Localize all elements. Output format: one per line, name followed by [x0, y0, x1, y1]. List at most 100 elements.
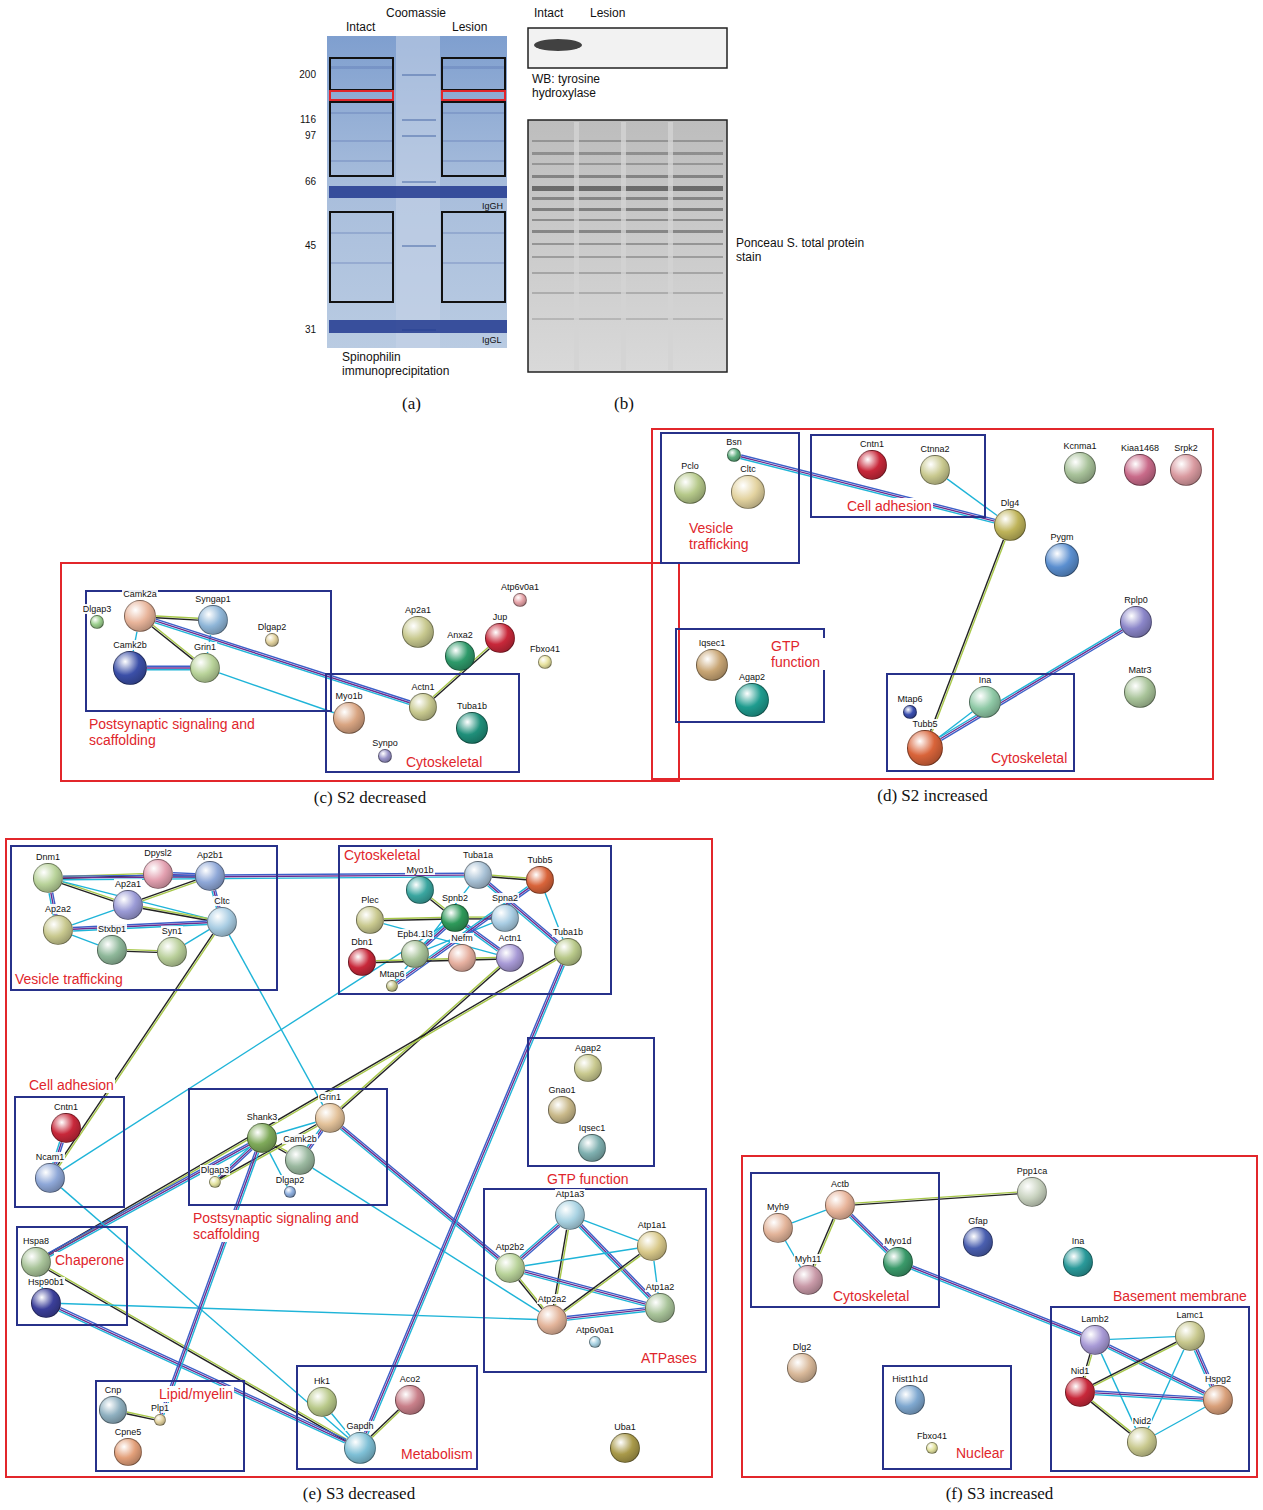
edge-strand: [1095, 1395, 1203, 1401]
figure-label: Coomassie: [386, 6, 446, 20]
edge-strand: [127, 950, 157, 951]
figure-label: Intact: [346, 20, 375, 34]
protein-circle: [903, 705, 917, 719]
protein-label: Kiaa1468: [1120, 443, 1160, 453]
protein-label: Atp1a2: [645, 1282, 676, 1292]
protein-circle: [513, 593, 527, 607]
protein-circle: [1017, 1177, 1047, 1207]
figure-label: IgGL: [482, 335, 502, 346]
protein-label: Srpk2: [1173, 443, 1199, 453]
protein-node: Lamc1: [1174, 1310, 1206, 1351]
protein-circle: [1127, 1427, 1157, 1457]
protein-circle: [495, 1253, 525, 1283]
edge-strand: [1092, 1401, 1131, 1432]
protein-label: Hist1h1d: [891, 1374, 929, 1384]
protein-label: Myo1b: [405, 865, 434, 875]
protein-node: Cltc: [730, 464, 766, 509]
protein-circle: [857, 450, 887, 480]
group-box: Vesicle traffickingDnm1Dpysl2Ap2b1Ap2a1A…: [10, 845, 278, 991]
protein-node: Cnp: [98, 1385, 128, 1424]
protein-circle: [154, 1414, 166, 1426]
protein-circle: [491, 904, 519, 932]
edge-strand: [855, 1194, 1017, 1205]
figure-label: Ponceau S. total protein stain: [736, 236, 866, 264]
interaction-edge: [127, 1412, 155, 1420]
protein-circle: [51, 1113, 81, 1143]
edge-strand: [162, 1152, 257, 1414]
protein-label: Hspa8: [22, 1236, 50, 1246]
protein-node: Dnm1: [32, 852, 64, 893]
protein-label: Ina: [978, 675, 993, 685]
protein-circle: [402, 616, 434, 648]
protein-circle: [787, 1353, 817, 1383]
edge-strand: [522, 1226, 560, 1259]
protein-label: Pclo: [680, 461, 700, 471]
protein-label: Cnp: [104, 1385, 123, 1395]
protein-node: Camk2b: [281, 1134, 319, 1175]
edge-strand: [365, 964, 561, 1432]
protein-circle: [207, 907, 237, 937]
protein-node: Tubb5: [525, 855, 555, 894]
protein-node: Atp1a3: [554, 1189, 587, 1230]
protein-label: Uba1: [613, 1422, 637, 1432]
protein-label: Pygm: [1049, 532, 1074, 542]
protein-node: Iqsec1: [577, 1123, 608, 1162]
interaction-edge: [792, 1210, 826, 1223]
protein-node: Lamb2: [1079, 1314, 1111, 1355]
edge-strand: [525, 1248, 637, 1265]
panel-box: (e) S3 decreasedVesicle traffickingDnm1D…: [5, 838, 713, 1478]
edge-strand: [913, 1266, 1082, 1333]
edge-strand: [366, 965, 562, 1433]
protein-label: Actn1: [410, 682, 435, 692]
protein-node: Ap2a1: [112, 879, 144, 920]
group-box: Cell adhesionCntn1Ctnna2: [810, 434, 986, 518]
protein-circle: [548, 1096, 576, 1124]
interaction-edge: [127, 950, 157, 953]
ponceau-blot: [528, 120, 727, 372]
figure-label: Lesion: [452, 20, 487, 34]
protein-circle: [195, 861, 225, 891]
interaction-edge: [939, 712, 972, 737]
protein-circle: [920, 455, 950, 485]
protein-circle: [448, 944, 476, 972]
protein-label: Ina: [1071, 1236, 1086, 1246]
protein-node: Kiaa1468: [1119, 443, 1161, 486]
protein-label: Dlgap2: [257, 622, 288, 632]
protein-circle: [696, 649, 728, 681]
panel-box: (c) S2 decreasedPostsynaptic signaling a…: [60, 562, 680, 782]
protein-circle: [265, 633, 279, 647]
protein-node: Cntn1: [50, 1102, 82, 1143]
group-box: CytoskeletalMtap6InaTubb5: [886, 673, 1075, 772]
protein-circle: [883, 1247, 913, 1277]
protein-circle: [555, 1200, 585, 1230]
protein-circle: [674, 472, 706, 504]
protein-label: Iqsec1: [698, 638, 727, 648]
protein-node: Actn1: [495, 933, 525, 972]
interaction-edge: [1091, 1401, 1131, 1434]
protein-label: Cntn1: [859, 439, 885, 449]
group-box: GTP functionIqsec1Agap2: [675, 628, 825, 723]
protein-label: Grin1: [318, 1092, 342, 1102]
edge-strand: [376, 959, 496, 962]
protein-circle: [31, 1288, 61, 1318]
protein-label: Gfap: [967, 1216, 989, 1226]
group-box: GTP functionAgap2Gnao1Iqsec1: [527, 1037, 655, 1167]
protein-node: Hspa8: [20, 1236, 52, 1277]
edge-strand: [147, 669, 190, 670]
edge-strand: [155, 623, 409, 705]
panel-caption: (f) S3 increased: [743, 1484, 1256, 1504]
group-box: NuclearHist1h1dFbxo41: [882, 1365, 1012, 1470]
protein-circle: [1124, 454, 1156, 486]
protein-node: Dlgap3: [81, 604, 114, 629]
interaction-edge: [62, 882, 114, 901]
edge-strand: [1091, 1402, 1130, 1433]
protein-node: Myh11: [792, 1254, 824, 1295]
panel-caption: (c) S2 decreased: [62, 788, 678, 808]
interaction-edge: [72, 935, 98, 945]
protein-node: Spnb2: [440, 893, 470, 932]
protein-node: Tuba1b: [455, 701, 489, 744]
group-box: CytoskeletalMyo1bTuba1aTubb5PlecSpnb2Spn…: [338, 845, 612, 995]
protein-node: Epb4.1l3: [395, 929, 435, 968]
figure-label: 45: [290, 240, 316, 252]
